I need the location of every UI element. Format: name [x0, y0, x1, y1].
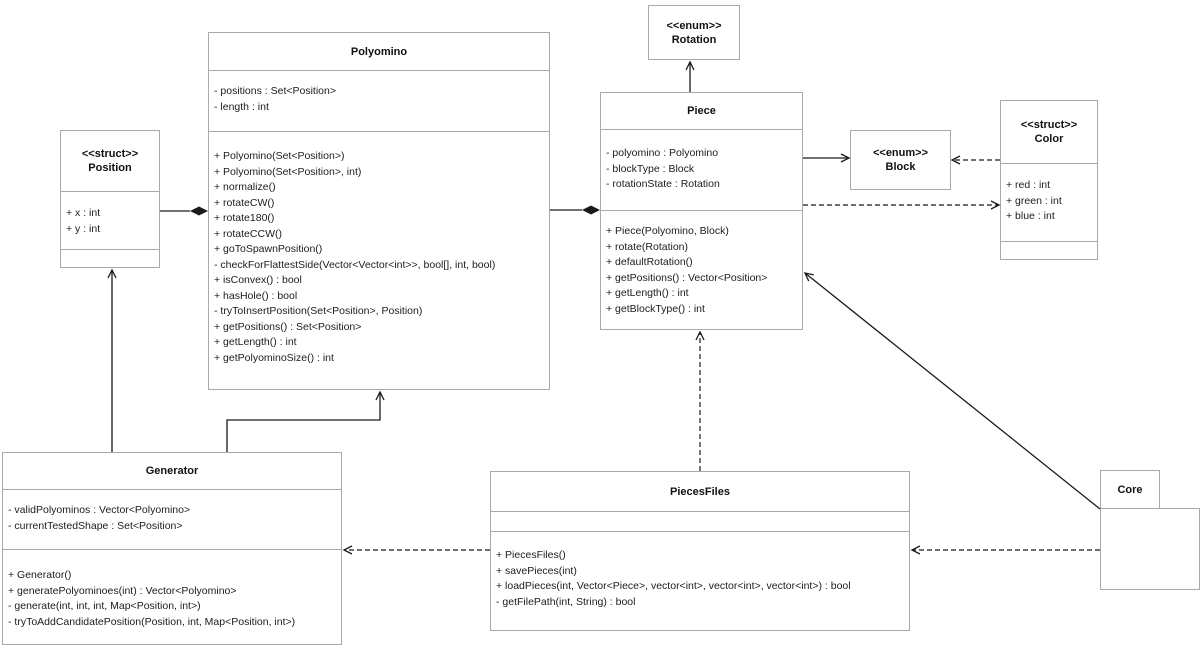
method: + Polyomino(Set<Position>, int): [214, 165, 362, 178]
class-stereotype: <<struct>>: [1020, 119, 1078, 131]
class-rotation[interactable]: <<enum>> Rotation: [648, 5, 740, 60]
attribute: + red : int: [1006, 179, 1051, 191]
attribute: + green : int: [1006, 194, 1062, 207]
class-piecesfiles-title: PiecesFiles: [491, 472, 909, 511]
class-position-empty-compartment: [61, 249, 159, 267]
method: + Polyomino(Set<Position>): [214, 150, 345, 162]
method: + getBlockType() : int: [606, 302, 705, 315]
class-generator-title: Generator: [3, 453, 341, 489]
class-name: Color: [1034, 133, 1064, 145]
method: - tryToInsertPosition(Set<Position>, Pos…: [214, 305, 423, 317]
attribute: + y : int: [66, 222, 101, 235]
attribute: - blockType : Block: [606, 162, 695, 175]
class-piece[interactable]: Piece - polyomino : Polyomino - blockTyp…: [600, 92, 803, 330]
method: + normalize(): [214, 181, 276, 193]
method: + Generator(): [8, 569, 72, 581]
method: + defaultRotation(): [606, 256, 693, 268]
method: + isConvex() : bool: [214, 274, 302, 286]
class-color-title: <<struct>> Color: [1001, 101, 1097, 163]
class-piece-methods: + Piece(Polyomino, Block) + rotate(Rotat…: [601, 210, 802, 329]
class-polyomino-methods: + Polyomino(Set<Position>) + Polyomino(S…: [209, 131, 549, 389]
class-polyomino-attributes: - positions : Set<Position> - length : i…: [209, 70, 549, 131]
class-position-attributes: + x : int + y : int: [61, 191, 159, 249]
class-color-attributes: + red : int + green : int + blue : int: [1001, 163, 1097, 241]
package-core-tab: Core: [1100, 470, 1160, 509]
edge-piece-polyomino-composition: [550, 205, 600, 215]
method: + savePieces(int): [496, 564, 577, 577]
class-name: Generator: [145, 465, 199, 477]
method: + hasHole() : bool: [214, 289, 298, 302]
class-name: Piece: [687, 105, 716, 117]
method: + rotate(Rotation): [606, 240, 689, 253]
class-stereotype: <<enum>>: [872, 147, 929, 159]
method: + rotateCCW(): [214, 227, 282, 240]
method: - checkForFlattestSide(Vector<Vector<int…: [214, 258, 496, 271]
attribute: - positions : Set<Position>: [214, 85, 336, 97]
method: - getFilePath(int, String) : bool: [496, 595, 636, 608]
class-stereotype: <<struct>>: [81, 148, 139, 160]
class-block[interactable]: <<enum>> Block: [850, 130, 951, 190]
attribute: - rotationState : Rotation: [606, 178, 720, 190]
class-piecesfiles[interactable]: PiecesFiles + PiecesFiles() + savePieces…: [490, 471, 910, 631]
class-name: Block: [885, 161, 916, 173]
method: - generate(int, int, int, Map<Position, …: [8, 600, 201, 612]
method: + rotate180(): [214, 212, 275, 224]
method: + getPositions() : Vector<Position>: [606, 271, 768, 284]
class-piecesfiles-empty-attributes: [491, 511, 909, 531]
method: + loadPieces(int, Vector<Piece>, vector<…: [496, 580, 851, 592]
package-name: Core: [1117, 483, 1143, 496]
class-generator-attributes: - validPolyominos : Vector<Polyomino> - …: [3, 489, 341, 549]
method: + rotateCW(): [214, 196, 275, 209]
attribute: - polyomino : Polyomino: [606, 147, 719, 159]
method: + getPositions() : Set<Position>: [214, 320, 362, 333]
edge-polyomino-position-composition: [160, 206, 208, 216]
class-piecesfiles-methods: + PiecesFiles() + savePieces(int) + load…: [491, 531, 909, 630]
attribute: - validPolyominos : Vector<Polyomino>: [8, 504, 191, 516]
attribute: - length : int: [214, 100, 269, 113]
class-position[interactable]: <<struct>> Position + x : int + y : int: [60, 130, 160, 268]
edge-generator-polyomino: [226, 390, 385, 452]
class-color-empty-compartment: [1001, 241, 1097, 259]
class-name: PiecesFiles: [670, 485, 730, 498]
class-color[interactable]: <<struct>> Color + red : int + green : i…: [1000, 100, 1098, 260]
class-name: Position: [88, 162, 132, 174]
package-core-body: [1100, 508, 1200, 590]
method: + PiecesFiles(): [496, 549, 566, 561]
class-polyomino[interactable]: Polyomino - positions : Set<Position> - …: [208, 32, 550, 390]
class-polyomino-title: Polyomino: [209, 33, 549, 70]
method: + getLength() : int: [214, 336, 297, 348]
class-generator[interactable]: Generator - validPolyominos : Vector<Pol…: [2, 452, 342, 645]
class-position-title: <<struct>> Position: [61, 131, 159, 191]
class-piece-title: Piece: [601, 93, 802, 129]
class-rotation-title: <<enum>> Rotation: [649, 6, 739, 59]
attribute: - currentTestedShape : Set<Position>: [8, 519, 183, 532]
method: + getLength() : int: [606, 287, 689, 299]
attribute: + x : int: [66, 207, 101, 219]
method: + goToSpawnPosition(): [214, 243, 323, 255]
method: + generatePolyominoes(int) : Vector<Poly…: [8, 584, 237, 597]
class-block-title: <<enum>> Block: [851, 131, 950, 189]
method: + getPolyominoSize() : int: [214, 351, 334, 364]
class-name: Polyomino: [350, 45, 408, 58]
attribute: + blue : int: [1006, 210, 1055, 222]
class-generator-methods: + Generator() + generatePolyominoes(int)…: [3, 549, 341, 644]
package-core[interactable]: Core: [1100, 470, 1201, 590]
class-stereotype: <<enum>>: [666, 19, 722, 32]
class-piece-attributes: - polyomino : Polyomino - blockType : Bl…: [601, 129, 802, 210]
class-name: Rotation: [671, 33, 717, 46]
method: + Piece(Polyomino, Block): [606, 225, 729, 237]
method: - tryToAddCandidatePosition(Position, in…: [8, 615, 296, 628]
